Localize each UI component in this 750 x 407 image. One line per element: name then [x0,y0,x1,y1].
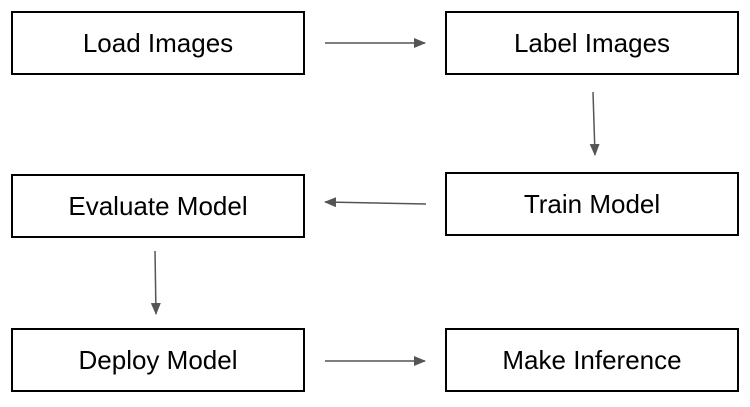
arrow-evaluate-to-deploy [150,250,161,315]
step-train-model-label: Train Model [523,188,661,219]
step-label-images-label: Label Images [513,27,671,58]
step-deploy-model: Deploy Model [11,328,305,392]
arrow-train-to-evaluate [324,197,427,208]
step-make-inference: Make Inference [445,328,739,392]
arrow-label-to-train [589,91,600,156]
step-label-images: Label Images [445,11,739,75]
step-make-inference-label: Make Inference [502,344,682,375]
step-evaluate-model-label: Evaluate Model [68,190,248,221]
step-train-model: Train Model [445,172,739,236]
step-load-images-label: Load Images [82,27,234,58]
step-deploy-model-label: Deploy Model [78,344,238,375]
step-load-images: Load Images [11,11,305,75]
step-evaluate-model: Evaluate Model [11,174,305,238]
